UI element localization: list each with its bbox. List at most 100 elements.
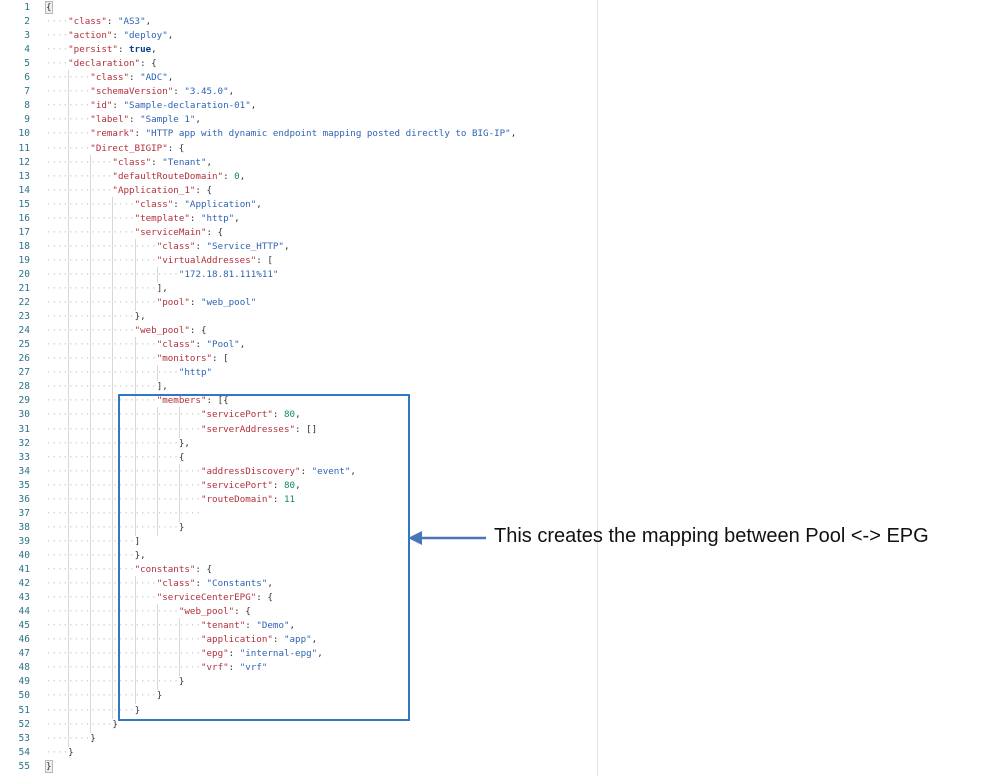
code-line[interactable]: 54 ····} bbox=[0, 746, 597, 760]
code-line[interactable]: 15················"class": "Application"… bbox=[0, 196, 597, 213]
code-content: ········"id": "Sample-declaration-01", bbox=[46, 98, 256, 115]
code-content: ····"action": "deploy", bbox=[46, 29, 173, 43]
indent-guide: ···· bbox=[68, 393, 91, 410]
code-line[interactable]: 31····························"serverAdd… bbox=[0, 421, 597, 438]
code-line[interactable]: 39················] bbox=[0, 533, 597, 550]
json-punctuation: , bbox=[295, 479, 301, 491]
indent-guide: ···· bbox=[90, 196, 113, 213]
code-content: ····························"tenant": "D… bbox=[46, 618, 295, 635]
indent-guide: ···· bbox=[90, 618, 113, 635]
code-line[interactable]: 16················"template": "http", bbox=[0, 210, 597, 227]
json-code-editor[interactable]: 1{2····"class": "AS3",3····"action": "de… bbox=[0, 0, 598, 776]
code-line[interactable]: 1{ bbox=[0, 1, 597, 15]
code-line[interactable]: 32························}, bbox=[0, 435, 597, 452]
line-number: 54 bbox=[18, 746, 30, 758]
line-number: 53 bbox=[18, 732, 30, 744]
code-line[interactable]: 19····················"virtualAddresses"… bbox=[0, 252, 597, 269]
line-number: 9 bbox=[24, 114, 30, 126]
indent-guide: ···· bbox=[46, 690, 69, 702]
code-line[interactable]: 48····························"vrf": "vr… bbox=[0, 660, 597, 677]
indent-guide: ···· bbox=[90, 590, 113, 607]
code-line[interactable]: 5····"declaration": { bbox=[0, 57, 597, 71]
indent-guide: ···· bbox=[90, 576, 113, 593]
code-content: ············"Application_1": { bbox=[46, 182, 212, 199]
code-line[interactable]: 17················"serviceMain": { bbox=[0, 224, 597, 241]
code-line[interactable]: 34····························"addressDi… bbox=[0, 463, 597, 480]
code-line[interactable]: 38························} bbox=[0, 519, 597, 536]
code-line[interactable]: 24················"web_pool": { bbox=[0, 323, 597, 340]
indent-guide: ···· bbox=[68, 491, 91, 508]
indent-guide: ···· bbox=[68, 351, 91, 368]
indent-guide: ···· bbox=[68, 309, 91, 326]
code-line[interactable]: 14············"Application_1": { bbox=[0, 182, 597, 199]
code-line[interactable]: 44························"web_pool": { bbox=[0, 604, 597, 621]
code-line[interactable]: 33························{ bbox=[0, 449, 597, 466]
code-line[interactable]: 55} bbox=[0, 759, 597, 774]
code-content: ····························"servicePort… bbox=[46, 407, 301, 424]
code-content: ····} bbox=[46, 746, 74, 760]
indent-guide: ···· bbox=[68, 140, 91, 157]
indent-guide: ···· bbox=[134, 393, 157, 410]
code-line[interactable]: 36····························"routeDoma… bbox=[0, 491, 597, 508]
code-line[interactable]: 10········"remark": "HTTP app with dynam… bbox=[0, 126, 597, 143]
code-line[interactable]: 30····························"servicePo… bbox=[0, 407, 597, 424]
code-line[interactable]: 4····"persist": true, bbox=[0, 43, 597, 57]
json-punctuation: , bbox=[295, 409, 301, 421]
code-line[interactable]: 28····················], bbox=[0, 379, 597, 396]
code-line[interactable]: 7········"schemaVersion": "3.45.0", bbox=[0, 84, 597, 101]
json-string: "Tenant" bbox=[162, 156, 207, 168]
json-key: "tenant" bbox=[200, 620, 246, 632]
code-line[interactable]: 47····························"epg": "in… bbox=[0, 646, 597, 663]
indent-guide: ···· bbox=[46, 676, 69, 688]
indent-guide: ···· bbox=[178, 491, 201, 508]
code-content: ················"template": "http", bbox=[46, 210, 240, 227]
code-line[interactable]: 26····················"monitors": [ bbox=[0, 351, 597, 368]
code-line[interactable]: 23················}, bbox=[0, 309, 597, 326]
code-line[interactable]: 25····················"class": "Pool", bbox=[0, 337, 597, 354]
code-line[interactable]: 11········"Direct_BIGIP": { bbox=[0, 140, 597, 157]
code-line[interactable]: 3····"action": "deploy", bbox=[0, 29, 597, 43]
indent-guide: ···· bbox=[156, 604, 179, 621]
code-line[interactable]: 42····················"class": "Constant… bbox=[0, 576, 597, 593]
indent-guide: ···· bbox=[156, 646, 179, 663]
code-line[interactable]: 46····························"applicati… bbox=[0, 632, 597, 649]
indent-guide: ···· bbox=[178, 646, 201, 663]
code-line[interactable]: 43····················"serviceCenterEPG"… bbox=[0, 590, 597, 607]
code-line[interactable]: 52············} bbox=[0, 716, 597, 733]
code-line[interactable]: 21····················], bbox=[0, 281, 597, 297]
code-line[interactable]: 12············"class": "Tenant", bbox=[0, 154, 597, 171]
code-line[interactable]: 27························"http" bbox=[0, 365, 597, 382]
code-line[interactable]: 18····················"class": "Service_… bbox=[0, 238, 597, 255]
code-line[interactable]: 2····"class": "AS3", bbox=[0, 15, 597, 29]
code-content: ························{ bbox=[46, 449, 184, 466]
indent-guide: ···· bbox=[134, 365, 157, 382]
code-line[interactable]: 37···························· bbox=[0, 505, 597, 522]
code-line[interactable]: 50····················} bbox=[0, 688, 597, 705]
code-line[interactable]: 6········"class": "ADC", bbox=[0, 70, 597, 87]
json-punctuation: } bbox=[45, 759, 53, 773]
indent-guide: ···· bbox=[112, 407, 135, 424]
line-number: 52 bbox=[18, 718, 30, 730]
code-line[interactable]: 13············"defaultRouteDomain": 0, bbox=[0, 168, 597, 185]
code-line[interactable]: 8········"id": "Sample-declaration-01", bbox=[0, 98, 597, 115]
code-line[interactable]: 53········} bbox=[0, 730, 597, 747]
code-line[interactable]: 51················} bbox=[0, 702, 597, 719]
code-line[interactable]: 22····················"pool": "web_pool" bbox=[0, 295, 597, 312]
code-line[interactable]: 40················}, bbox=[0, 547, 597, 564]
code-line[interactable]: 9········"label": "Sample 1", bbox=[0, 112, 597, 129]
json-key: "class" bbox=[156, 578, 196, 590]
code-line[interactable]: 45····························"tenant": … bbox=[0, 618, 597, 635]
code-line[interactable]: 35····························"servicePo… bbox=[0, 477, 597, 494]
json-key: "addressDiscovery" bbox=[200, 465, 301, 477]
indent-guide: ···· bbox=[112, 449, 135, 466]
indent-guide: ···· bbox=[68, 604, 91, 621]
code-line[interactable]: 20························"172.18.81.111… bbox=[0, 266, 597, 283]
json-punctuation: }, bbox=[178, 437, 190, 449]
code-line[interactable]: 29····················"members": [{ bbox=[0, 393, 597, 410]
json-string: "Application" bbox=[184, 198, 257, 210]
indent-guide: ···· bbox=[156, 505, 179, 522]
json-key: "web_pool" bbox=[178, 606, 235, 618]
code-line[interactable]: 49························} bbox=[0, 674, 597, 691]
code-line[interactable]: 41················"constants": { bbox=[0, 562, 597, 578]
line-number: 24 bbox=[18, 325, 30, 337]
